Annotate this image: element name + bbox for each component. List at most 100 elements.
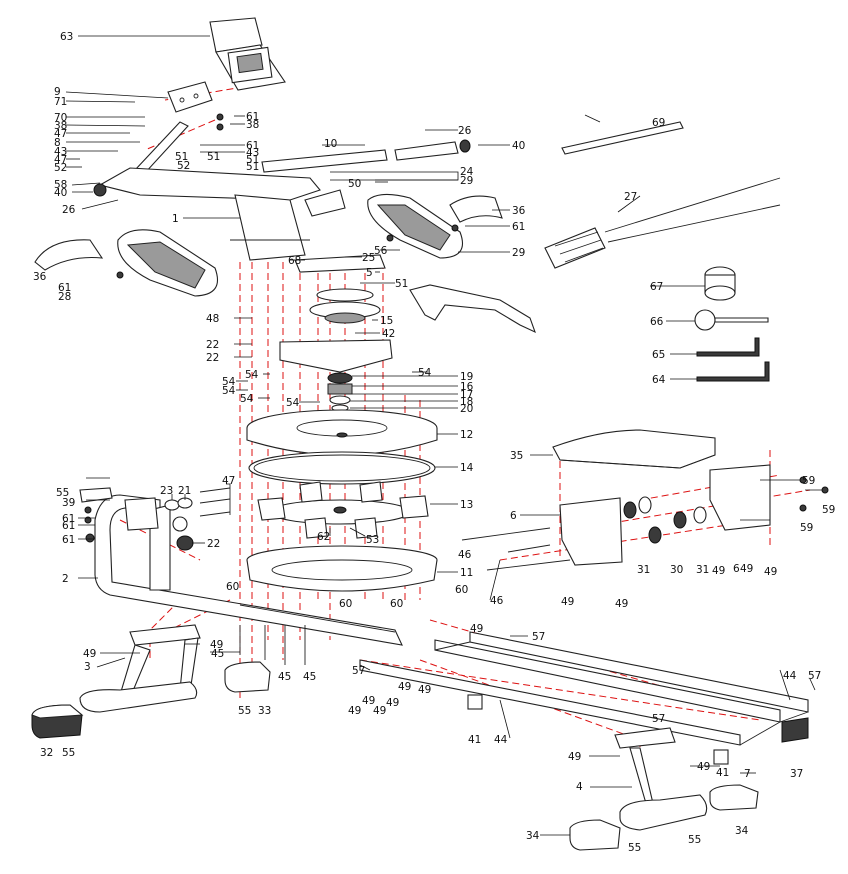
part-label-51: 51 [207,151,220,163]
part-label-17: 17 [460,389,473,401]
water-tank-lid [246,409,438,456]
part-label-60: 60 [455,584,468,596]
part-label-54: 54 [222,385,236,397]
part-label-61: 61 [58,282,71,294]
part-label-23: 23 [160,485,173,497]
foot-strap-left [34,239,104,271]
part-label-43: 43 [54,146,67,158]
part-label-21: 21 [178,485,191,497]
part-label-16: 16 [460,381,474,393]
part-label-49: 49 [568,751,581,763]
part-label-24: 24 [460,166,474,178]
seat-rollers [623,496,707,544]
part-label-6: 6 [733,563,740,575]
wrench-tool [694,309,769,331]
part-label-61: 61 [62,520,75,532]
part-label-26: 26 [62,204,76,216]
part-label-60: 60 [339,598,352,610]
part-label-49: 49 [418,684,431,696]
part-label-70: 70 [54,112,67,124]
part-label-49: 49 [83,648,96,660]
part-label-61: 61 [62,534,75,546]
part-label-38: 38 [54,120,67,132]
part-label-63: 63 [60,31,73,43]
part-label-61: 61 [246,140,259,152]
roller-bracket [304,189,346,217]
part-label-44: 44 [494,734,508,746]
part-label-66: 66 [650,316,664,328]
part-label-59: 59 [822,504,835,516]
part-label-30: 30 [670,564,683,576]
part-label-36: 36 [512,205,526,217]
part-label-60: 60 [390,598,403,610]
drive-shaft-stack [327,372,353,412]
part-label-22: 22 [207,538,220,550]
part-label-18: 18 [460,396,473,408]
part-label-12: 12 [460,429,473,441]
water-tank-base [246,545,438,592]
part-label-20: 20 [460,403,473,415]
part-label-35: 35 [510,450,523,462]
tank-seal-ring [248,451,436,485]
part-label-54: 54 [222,376,236,388]
part-label-49: 49 [398,681,411,693]
belt-cable [409,284,536,334]
drive-assembly-top [294,254,386,324]
part-label-19: 19 [460,371,473,383]
part-label-49: 49 [373,705,386,717]
monitor-bracket [167,81,213,113]
part-label-44: 44 [783,670,797,682]
part-label-15: 15 [380,315,393,327]
pulley-wheel [704,266,736,301]
part-label-55: 55 [628,842,641,854]
part-label-49: 49 [697,761,710,773]
part-label-47: 47 [54,154,67,166]
part-label-64: 64 [652,374,666,386]
part-label-61: 61 [512,221,525,233]
part-label-41: 41 [468,734,481,746]
part-label-57: 57 [652,713,665,725]
part-label-58: 58 [54,179,67,191]
part-label-43: 43 [246,147,259,159]
front-end-cap [31,704,84,739]
part-label-54: 54 [245,369,259,381]
part-label-54: 54 [286,397,300,409]
part-label-53: 53 [366,534,379,546]
part-labels: 63 9 71 70 38 47 8 43 47 52 58 40 26 1 6… [33,31,835,854]
part-label-51: 51 [175,151,188,163]
part-label-55: 55 [238,705,251,717]
stand-bolts [239,625,306,665]
frame-bracket [79,487,159,531]
part-label-56: 56 [374,245,388,257]
part-label-29: 29 [460,175,473,187]
part-label-51: 51 [246,154,259,166]
seat-strap [561,121,684,155]
part-label-51: 51 [395,278,408,290]
part-label-13: 13 [460,499,473,511]
part-label-36: 36 [33,271,47,283]
part-label-55: 55 [56,487,69,499]
part-label-57: 57 [352,665,365,677]
part-label-8: 8 [54,137,61,149]
part-label-49: 49 [561,596,574,608]
front-rollers [164,497,194,551]
part-label-6: 6 [510,510,517,522]
part-label-49: 49 [615,598,628,610]
pull-handle [544,177,781,269]
part-label-10: 10 [324,138,337,150]
part-label-38: 38 [246,119,259,131]
part-label-46: 46 [490,595,504,607]
part-label-49: 49 [362,695,375,707]
part-label-47: 47 [222,475,235,487]
part-label-4: 4 [576,781,583,793]
rear-end-cap-right [709,784,759,811]
part-label-54: 54 [418,367,432,379]
part-label-65: 65 [652,349,665,361]
part-label-40: 40 [512,140,525,152]
part-label-3: 3 [84,661,91,673]
part-label-68: 68 [288,255,301,267]
slide-rails [359,631,809,746]
front-frame [93,167,321,261]
part-label-9: 9 [54,86,61,98]
part-label-34: 34 [735,825,749,837]
